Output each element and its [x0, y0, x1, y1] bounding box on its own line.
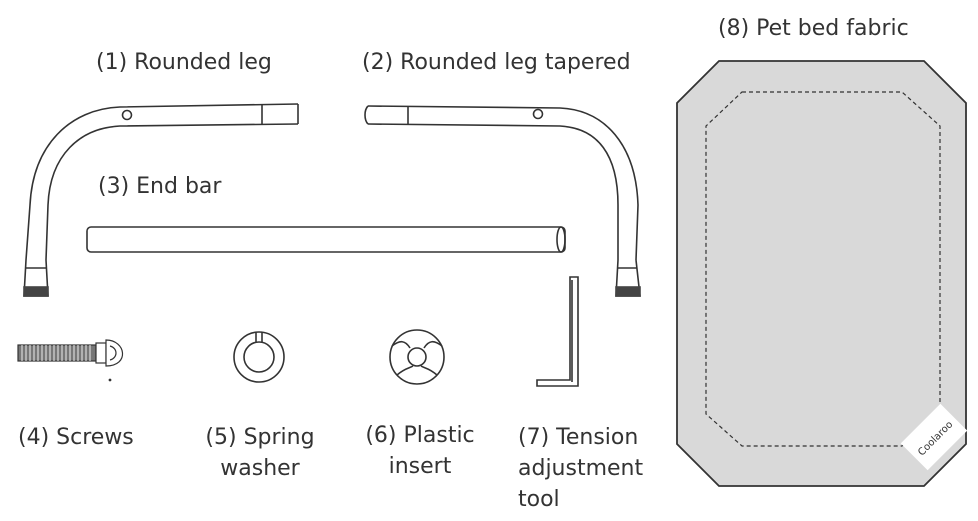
rounded-leg-tapered — [364, 105, 641, 297]
label-end-bar: (3) End bar — [98, 174, 222, 199]
label-tension-tool-line3: tool — [518, 487, 560, 512]
screw — [17, 339, 124, 382]
label-pet-bed-fabric: (8) Pet bed fabric — [718, 16, 909, 41]
tension-adjustment-tool — [536, 276, 579, 387]
end-bar — [86, 226, 566, 253]
pet-bed-fabric: Coolaroo — [676, 60, 968, 487]
label-rounded-leg-tapered: (2) Rounded leg tapered — [362, 50, 631, 75]
label-tension-tool-line2: adjustment — [518, 456, 644, 481]
plastic-insert — [389, 329, 445, 385]
label-screws: (4) Screws — [18, 425, 134, 450]
label-plastic-insert-line1: (6) Plastic — [365, 423, 475, 448]
label-spring-washer-line2: washer — [220, 456, 300, 481]
label-rounded-leg: (1) Rounded leg — [96, 50, 272, 75]
label-plastic-insert-line2: insert — [388, 454, 452, 479]
spring-washer — [233, 331, 285, 383]
label-tension-tool-line1: (7) Tension — [518, 425, 639, 450]
label-spring-washer-line1: (5) Spring — [205, 425, 315, 450]
rounded-leg — [23, 103, 299, 297]
